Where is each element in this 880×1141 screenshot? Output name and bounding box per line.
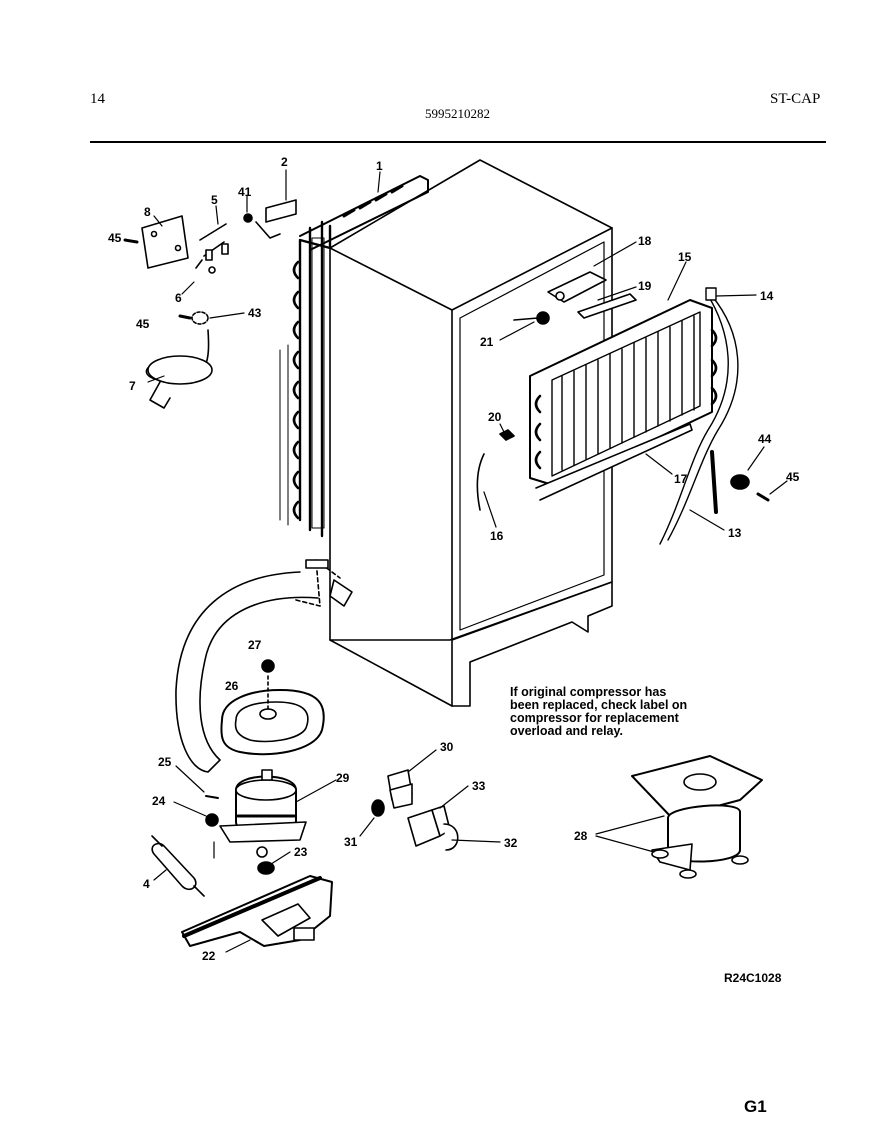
control-parts (123, 199, 297, 409)
callout-label: 31 (344, 835, 358, 849)
diagram-reference: R24C1028 (724, 971, 782, 985)
callout-label: 22 (202, 949, 216, 963)
callout-label: 43 (248, 306, 262, 320)
thermostat-bracket (547, 271, 637, 319)
compressor-mounting-pad (220, 659, 325, 756)
callout-label: 45 (786, 470, 800, 484)
condenser-coil (279, 175, 429, 538)
note-line: been replaced, check label on (510, 698, 688, 712)
callout-label: 30 (440, 740, 454, 754)
evaporator (529, 299, 718, 501)
replacement-compressor (631, 755, 763, 879)
header-rule (90, 141, 826, 143)
note-line: If original compressor has (510, 685, 667, 699)
callout-label: 45 (136, 317, 150, 331)
refrigerator-cabinet (329, 159, 613, 707)
callout-label: 23 (294, 845, 308, 859)
callout-label: 26 (225, 679, 239, 693)
callout-label: 16 (490, 529, 504, 543)
callout-label: 2 (281, 155, 288, 169)
callout-label: 21 (480, 335, 494, 349)
section-code: ST-CAP (770, 91, 821, 107)
callout-label: 45 (108, 231, 122, 245)
drain-tube (175, 559, 353, 773)
callout-label: 6 (175, 291, 182, 305)
note-line: overload and relay. (510, 724, 624, 738)
compressor-base-rail (181, 875, 333, 947)
callout-label: 44 (758, 432, 772, 446)
relay-and-overload (371, 769, 459, 851)
note-line: compressor for replacement (510, 711, 679, 725)
page-code: G1 (744, 1097, 767, 1116)
callout-leaders (147, 169, 788, 953)
callout-label: 5 (211, 193, 218, 207)
compressor (205, 769, 307, 875)
callout-label: 29 (336, 771, 350, 785)
callout-label: 20 (488, 410, 502, 424)
callout-label: 32 (504, 836, 518, 850)
callout-label: 1 (376, 159, 383, 173)
callout-label: 24 (152, 794, 166, 808)
callout-label: 7 (129, 379, 136, 393)
callout-label: 18 (638, 234, 652, 248)
callout-label: 27 (248, 638, 262, 652)
callout-label: 15 (678, 250, 692, 264)
page-number: 14 (90, 91, 105, 107)
cabinet-small-parts (476, 311, 550, 511)
callout-label: 19 (638, 279, 652, 293)
model-number: 5995210282 (425, 106, 490, 121)
callout-label: 33 (472, 779, 486, 793)
callout-label: 14 (760, 289, 774, 303)
callout-label: 4 (143, 877, 150, 891)
callout-label: 17 (674, 472, 688, 486)
callout-label: 8 (144, 205, 151, 219)
replacement-note: If original compressor has been replaced… (510, 686, 750, 738)
right-fasteners (730, 474, 770, 502)
callout-label: 41 (238, 185, 252, 199)
callout-label: 28 (574, 829, 588, 843)
callout-numbers: 1 2 41 8 5 45 6 43 45 7 18 15 14 19 21 2… (108, 155, 800, 963)
callout-label: 13 (728, 526, 742, 540)
callout-label: 25 (158, 755, 172, 769)
filter-drier (151, 835, 205, 897)
defrost-heater-wire (659, 287, 739, 545)
